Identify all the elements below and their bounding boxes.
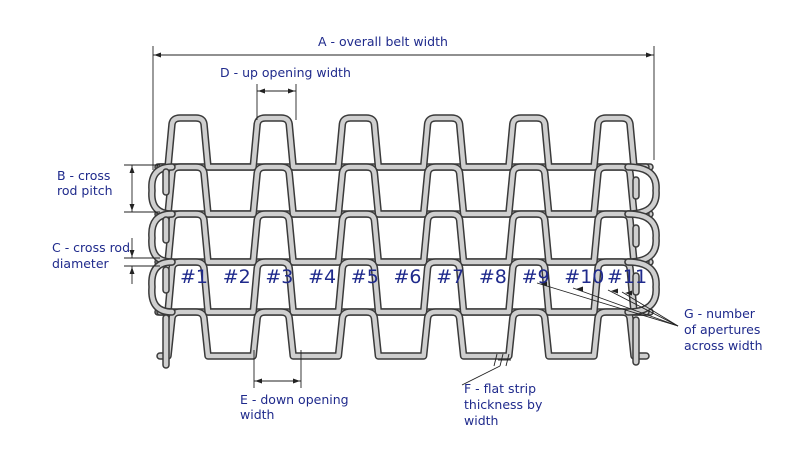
- dim-g-leader-2: [572, 287, 679, 327]
- belt-strip-row-core: [157, 211, 649, 265]
- aperture-number: #5: [351, 266, 379, 288]
- edge-loop-right-core: [625, 164, 659, 217]
- aperture-numbers: #1 #2 #3 #4 #5 #6 #7 #8 #9 #10#11: [180, 266, 647, 288]
- dim-c-arrow-top: [129, 250, 135, 257]
- dim-e-arrow-left: [255, 378, 262, 384]
- aperture-number: #10: [564, 266, 604, 288]
- dim-b-arrow-top: [129, 166, 135, 173]
- label-g-line1: G - number: [684, 306, 756, 321]
- belt-strip-row: [156, 308, 650, 360]
- belt-strip-row-core: [157, 259, 649, 315]
- label-a: A - overall belt width: [318, 34, 448, 49]
- aperture-number: #11: [607, 266, 647, 288]
- label-b-line1: B - cross: [57, 168, 110, 183]
- label-g-line3: across width: [684, 338, 763, 353]
- label-f-line2: thickness by: [464, 397, 543, 412]
- dim-g-arrow-3: [611, 288, 618, 294]
- dim-a-arrow-left: [154, 52, 161, 58]
- dim-g-arrow-1: [540, 281, 547, 287]
- belt-strip-row: [156, 210, 650, 266]
- dim-c-arrow-bottom: [129, 267, 135, 274]
- belt-strip-row-core: [157, 309, 649, 359]
- label-c-line2: diameter: [52, 256, 110, 271]
- aperture-number: #3: [265, 266, 293, 288]
- dim-g-arrow-2: [576, 286, 583, 292]
- dim-g-leader-3: [607, 289, 679, 327]
- label-d: D - up opening width: [220, 65, 351, 80]
- aperture-number: #7: [436, 266, 464, 288]
- belt-strip-row: [156, 163, 650, 218]
- label-e-line1: E - down opening: [240, 392, 349, 407]
- label-e-line2: width: [240, 407, 274, 422]
- dim-e-arrow-right: [293, 378, 300, 384]
- dim-f-tick-3: [505, 353, 510, 367]
- label-f-line1: F - flat strip: [464, 381, 536, 396]
- aperture-number: #4: [308, 266, 336, 288]
- dim-d-arrow-left: [258, 88, 265, 94]
- dim-f-leader: [461, 365, 501, 386]
- label-c-line1: C - cross rod: [52, 240, 130, 255]
- belt-mesh: [148, 114, 660, 369]
- dim-b-arrow-bottom: [129, 204, 135, 211]
- dim-f-tick-2: [499, 353, 504, 367]
- belt-strip-row-core: [157, 115, 649, 170]
- edge-loop-right-core: [625, 259, 659, 315]
- label-f-line3: width: [464, 413, 498, 428]
- dim-g-arrow-4: [625, 290, 632, 296]
- dim-f-tick-1: [493, 353, 498, 367]
- aperture-number: #1: [180, 266, 208, 288]
- belt-strip-row-core: [157, 164, 649, 217]
- edge-loop-left-core: [149, 164, 175, 217]
- dim-d-arrow-right: [288, 88, 295, 94]
- dimension-lines: [124, 46, 679, 388]
- aperture-number: #8: [479, 266, 507, 288]
- label-g-line2: of apertures: [684, 322, 760, 337]
- label-b-line2: rod pitch: [57, 183, 113, 198]
- dim-g-leader-1: [536, 282, 679, 327]
- edge-loop-left-core: [149, 211, 175, 265]
- aperture-number: #6: [394, 266, 422, 288]
- annotation-labels: A - overall belt width D - up opening wi…: [52, 34, 763, 428]
- edge-loop-right-core: [625, 211, 659, 265]
- dim-g-leader-4: [621, 291, 679, 327]
- aperture-number: #2: [223, 266, 251, 288]
- dim-a-arrow-right: [646, 52, 653, 58]
- edge-loop-left-core: [149, 259, 175, 315]
- belt-strip-row: [156, 114, 650, 171]
- aperture-number: #9: [522, 266, 550, 288]
